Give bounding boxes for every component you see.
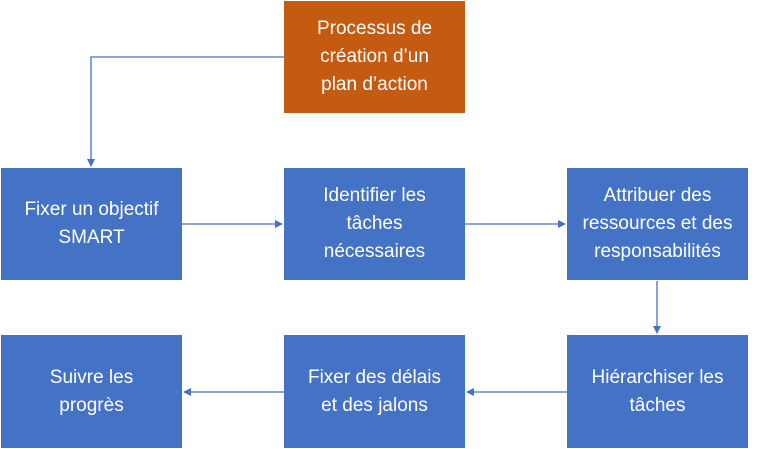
step-box-set-smart-goal: Fixer un objectif SMART — [1, 168, 182, 280]
step-box-assign-resources: Attribuer des ressources et des responsa… — [567, 168, 748, 280]
step-box-prioritize-tasks: Hiérarchiser les tâches — [567, 335, 748, 448]
connector-start-to-step-1 — [87, 56, 284, 167]
step-box-set-deadlines: Fixer des délais et des jalons — [284, 335, 465, 448]
start-box: Processus de création d’un plan d’action — [284, 1, 465, 113]
step-box-track-progress: Suivre les progrès — [1, 335, 182, 448]
step-box-identify-tasks: Identifier les tâches nécessaires — [284, 168, 465, 280]
